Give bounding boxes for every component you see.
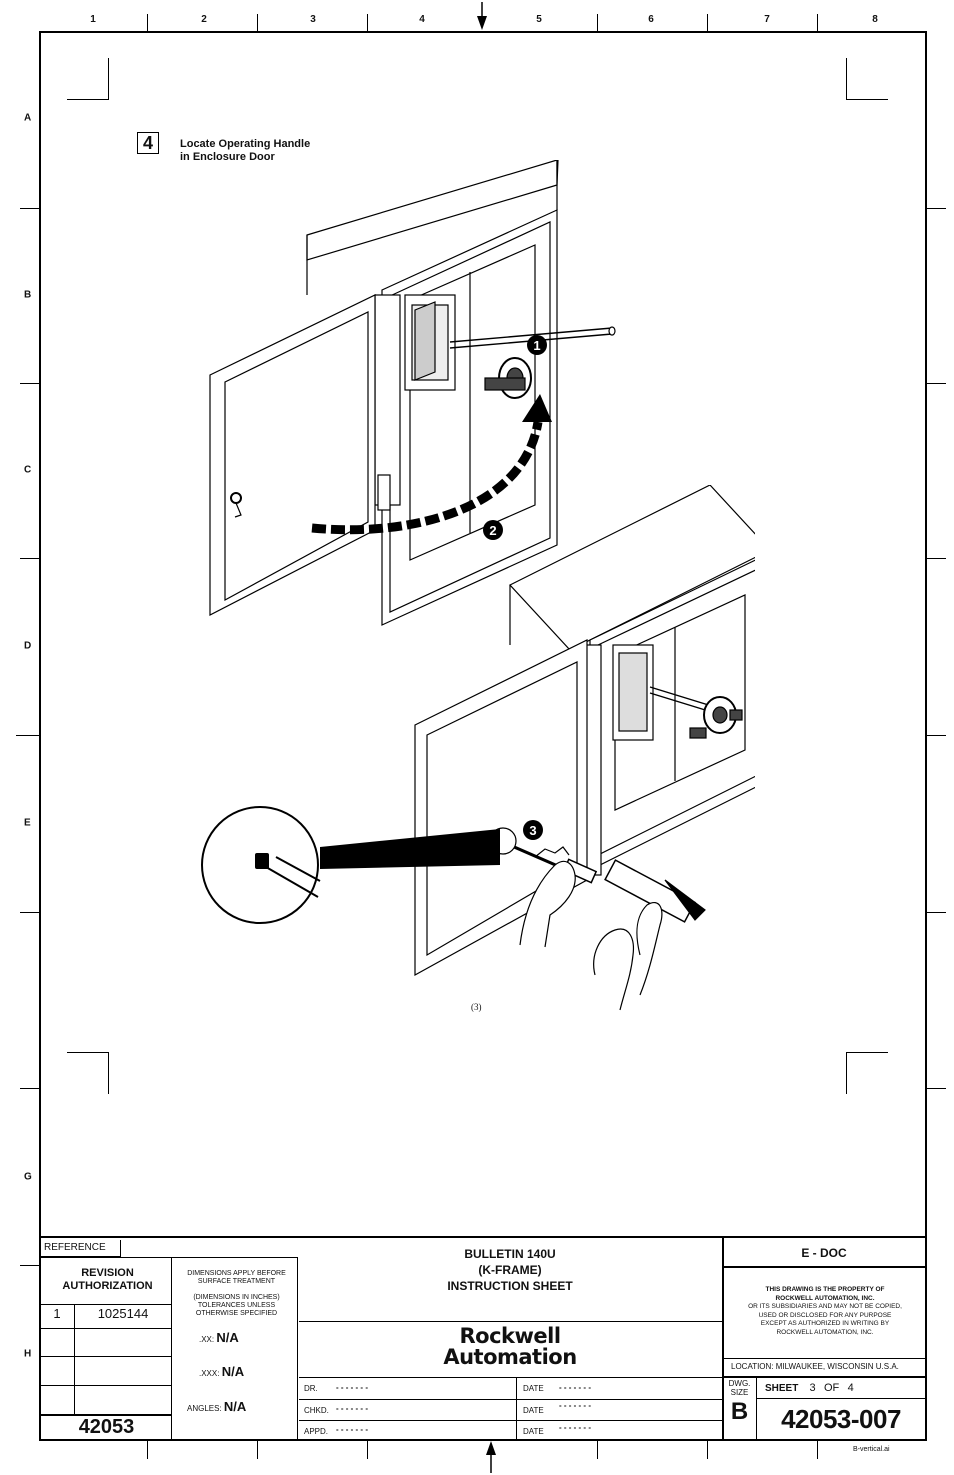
zone-col-5: 5	[536, 14, 542, 25]
zone-row-b: B	[24, 289, 32, 301]
zone-col-7: 7	[764, 14, 770, 25]
center-arrow-top-icon	[477, 2, 487, 30]
figure-reference: (3)	[471, 1002, 482, 1012]
property-line-6: ROCKWELL AUTOMATION, INC.	[776, 1328, 874, 1336]
xxx-tolerance: .XXX: N/A	[199, 1364, 294, 1379]
zone-row-h: H	[24, 1348, 32, 1360]
of-label: OF	[823, 1382, 840, 1394]
date-label-2: DATE	[523, 1406, 544, 1415]
xxx-value: N/A	[221, 1364, 245, 1379]
logo-line-2: Automation	[443, 1345, 577, 1369]
appd-label: APPD.	[304, 1427, 329, 1436]
sheet-number: 3	[809, 1382, 816, 1394]
angles-label: ANGLES:	[187, 1404, 222, 1413]
center-arrow-bottom-icon	[486, 1441, 496, 1473]
dr-label: DR.	[304, 1384, 318, 1393]
property-notice: THIS DRAWING IS THE PROPERTY OF ROCKWELL…	[727, 1286, 923, 1338]
date-label-3: DATE	[523, 1427, 544, 1436]
zone-row-c: C	[24, 464, 32, 476]
enclosure-hammer-illustration: 3	[414, 485, 755, 1011]
chkd-value: - - - - - - -	[336, 1404, 368, 1413]
zone-row-a: A	[24, 112, 32, 124]
dimensions-note-2: (DIMENSIONS IN INCHES) TOLERANCES UNLESS…	[193, 1294, 280, 1317]
appd-value: - - - - - - -	[336, 1425, 368, 1434]
title-line-1: BULLETIN 140U	[464, 1247, 556, 1261]
zone-col-6: 6	[648, 14, 654, 25]
title-block: REFERENCE REVISION AUTHORIZATION 1 10251…	[39, 1236, 927, 1441]
zone-col-8: 8	[872, 14, 878, 25]
rockwell-automation-logo: Rockwell Automation	[299, 1326, 721, 1368]
revision-number: 1	[53, 1306, 61, 1321]
date-value-1: - - - - - - -	[559, 1383, 591, 1392]
step-title-line2: in Enclosure Door	[180, 151, 275, 163]
drawing-title: BULLETIN 140U (K-FRAME) INSTRUCTION SHEE…	[299, 1246, 721, 1294]
zone-col-2: 2	[201, 14, 207, 25]
sheet-info: SHEET 3 OF 4	[765, 1382, 854, 1394]
detail-magnifier-illustration	[201, 806, 500, 924]
xxx-label: .XXX:	[199, 1369, 220, 1378]
step-title-line1: Locate Operating Handle	[180, 138, 311, 150]
angles-value: N/A	[223, 1399, 247, 1414]
dr-value: - - - - - - -	[336, 1383, 368, 1392]
property-line-1: THIS DRAWING IS THE PROPERTY OF	[765, 1286, 885, 1293]
date-value-3: - - - - - - -	[559, 1423, 591, 1432]
revision-authorization: REVISION AUTHORIZATION	[62, 1267, 153, 1292]
property-line-5: EXCEPT AS AUTHORIZED IN WRITING BY	[760, 1320, 890, 1328]
xx-tolerance: .XX: N/A	[199, 1330, 294, 1345]
dwg-size: B	[730, 1398, 749, 1425]
drawing-number: 42053-007	[781, 1404, 901, 1434]
file-name: B-vertical.ai	[853, 1446, 890, 1453]
property-line-4: USED OR DISCLOSED FOR ANY PURPOSE	[758, 1311, 892, 1319]
date-label-1: DATE	[523, 1384, 544, 1393]
callout-2-circle	[483, 520, 503, 540]
title-line-2: (K-FRAME)	[478, 1263, 542, 1277]
sheet-total: 4	[847, 1382, 854, 1394]
reference-label: REFERENCE	[41, 1240, 121, 1257]
property-line-3: OR ITS SUBSIDIARIES AND MAY NOT BE COPIE…	[748, 1303, 902, 1311]
zone-row-e: E	[24, 817, 31, 829]
edoc-label: E - DOC	[801, 1246, 847, 1260]
xx-value: N/A	[216, 1330, 239, 1345]
drawing-frame	[39, 31, 927, 1441]
logo-line-1: Rockwell	[459, 1324, 561, 1348]
step-number-box: 4	[137, 132, 159, 154]
zone-row-g: G	[24, 1171, 32, 1183]
property-line-2: ROCKWELL AUTOMATION, INC.	[775, 1294, 875, 1302]
step-title: Locate Operating Handle in Enclosure Doo…	[180, 138, 310, 164]
xx-label: .XX:	[199, 1335, 215, 1344]
angles-tolerance: ANGLES: N/A	[187, 1399, 294, 1414]
dimensions-note-1: DIMENSIONS APPLY BEFORE SURFACE TREATMEN…	[187, 1270, 286, 1285]
sheet-label: SHEET	[765, 1383, 799, 1394]
dwg-size-label: DWG. SIZE	[728, 1379, 751, 1397]
enclosure-open-door-illustration: 1 2	[209, 160, 616, 626]
date-value-2: - - - - - - -	[559, 1401, 591, 1410]
zone-row-d: D	[24, 640, 32, 652]
callout-1-circle	[527, 335, 547, 355]
location: LOCATION: MILWAUKEE, WISCONSIN U.S.A.	[731, 1362, 899, 1371]
callout-1: 1	[533, 338, 540, 353]
callout-3-circle	[523, 820, 543, 840]
zone-col-3: 3	[310, 14, 316, 25]
callout-2: 2	[489, 523, 496, 538]
zone-col-1: 1	[90, 14, 96, 25]
zone-col-4: 4	[419, 14, 425, 25]
revision-code: 1025144	[97, 1306, 149, 1321]
chkd-label: CHKD.	[304, 1406, 329, 1415]
title-line-3: INSTRUCTION SHEET	[447, 1279, 573, 1293]
base-number: 42053	[78, 1416, 135, 1438]
callout-3: 3	[529, 823, 536, 838]
